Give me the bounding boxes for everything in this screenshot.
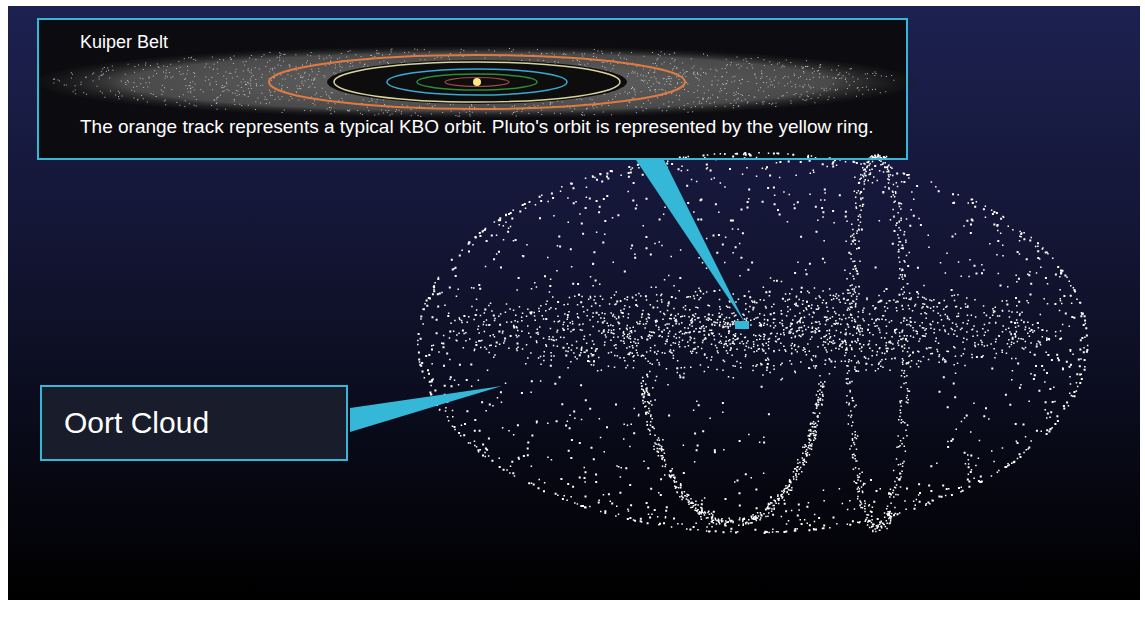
- kbo-orbit: [269, 55, 685, 109]
- kuiper-inset-box: Kuiper BeltThe orange track represents a…: [37, 18, 908, 160]
- inset-caption: The orange track represents a typical KB…: [80, 116, 880, 137]
- inner-orbit: [445, 78, 509, 87]
- kuiper-belt-disk: [37, 46, 917, 118]
- pluto-orbit: [334, 62, 620, 102]
- oort-label-box: Oort Cloud: [40, 385, 348, 461]
- inner-clear-zone: [327, 60, 627, 104]
- oort-cloud-dots: [417, 152, 1088, 534]
- inset-title: Kuiper Belt: [80, 32, 168, 53]
- kuiper-speckle: [53, 48, 894, 117]
- oort-pointer: [350, 386, 502, 432]
- neptune-orbit: [387, 69, 567, 95]
- uranus-orbit: [417, 74, 537, 90]
- background: [8, 6, 1140, 600]
- region-label: Oort Cloud: [64, 406, 209, 440]
- sun: [473, 78, 481, 86]
- kuiper-marker: [735, 321, 749, 329]
- inset-pointer: [636, 160, 745, 323]
